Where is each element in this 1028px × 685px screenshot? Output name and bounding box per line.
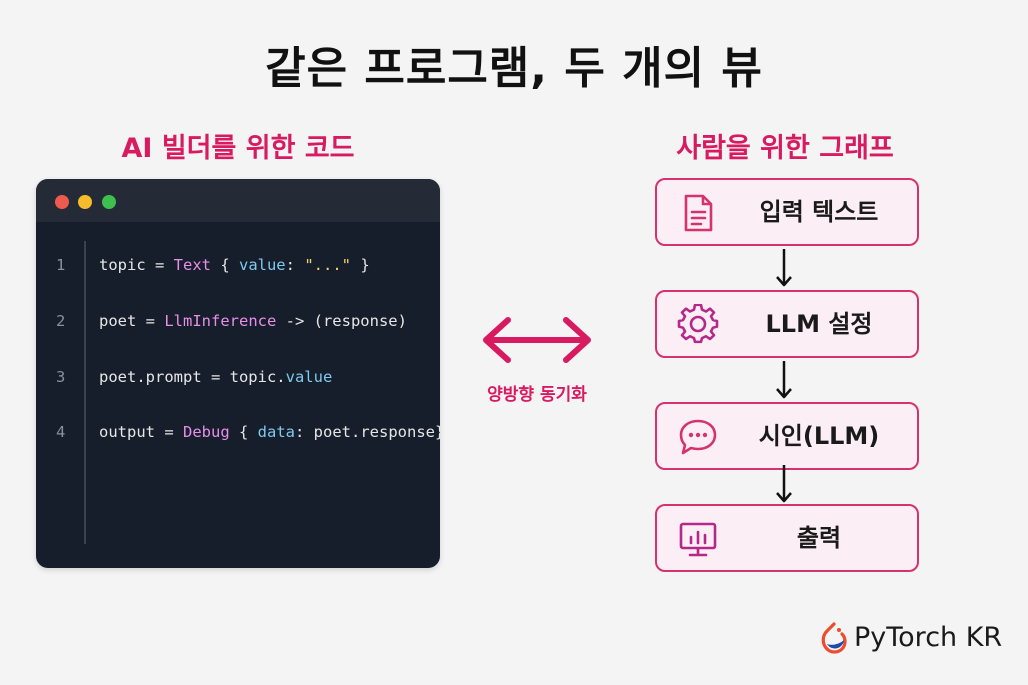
line-number: 1 <box>56 256 66 274</box>
down-arrow-icon <box>776 361 792 399</box>
gear-icon <box>677 304 719 344</box>
code-text: output = Debug { data: poet.response} <box>99 423 440 441</box>
code-editor: 1 topic = Text { value: "..." } 2 poet = Ll… <box>36 179 440 568</box>
brand-label: PyTorch KR <box>854 622 1003 653</box>
close-window-dot[interactable] <box>55 195 69 209</box>
code-view-heading: AI 빌더를 위한 코드 <box>121 133 355 164</box>
flow-node-llm-settings[interactable]: LLM 설정 <box>655 290 919 358</box>
code-text: topic = Text { value: "..." } <box>99 256 370 274</box>
monitor-chart-icon <box>679 522 717 557</box>
flow-node-label: LLM 설정 <box>765 310 873 338</box>
chat-bubble-icon <box>679 419 717 455</box>
flow-node-poet-llm[interactable]: 시인(LLM) <box>655 402 919 470</box>
code-text: poet.prompt = topic.value <box>99 368 333 386</box>
flow-node-label: 시인(LLM) <box>758 422 880 450</box>
pytorch-logo-icon <box>821 622 847 654</box>
down-arrow-icon <box>776 249 792 287</box>
minimize-window-dot[interactable] <box>78 195 92 209</box>
flow-node-label: 출력 <box>796 524 842 552</box>
line-number: 3 <box>56 368 66 386</box>
flow-node-output[interactable]: 출력 <box>655 504 919 572</box>
graph-view-heading: 사람을 위한 그래프 <box>676 133 894 164</box>
code-line: 2 poet = LlmInference -> (response) <box>36 312 440 336</box>
code-text: poet = LlmInference -> (response) <box>99 312 407 330</box>
bidirectional-arrow-icon <box>483 317 591 363</box>
page-title: 같은 프로그램, 두 개의 뷰 <box>265 43 763 94</box>
editor-title-bar <box>36 179 440 222</box>
code-line: 3 poet.prompt = topic.value <box>36 368 440 392</box>
flow-node-input-text[interactable]: 입력 텍스트 <box>655 178 919 246</box>
sync-label: 양방향 동기화 <box>487 385 587 405</box>
document-icon <box>684 194 713 232</box>
code-line: 1 topic = Text { value: "..." } <box>36 256 440 280</box>
flow-node-label: 입력 텍스트 <box>759 198 879 226</box>
line-number: 2 <box>56 312 66 330</box>
code-line: 4 output = Debug { data: poet.response} <box>36 423 440 447</box>
maximize-window-dot[interactable] <box>102 195 116 209</box>
down-arrow-icon <box>776 465 792 503</box>
line-number: 4 <box>56 423 66 441</box>
gutter-divider <box>84 241 86 544</box>
